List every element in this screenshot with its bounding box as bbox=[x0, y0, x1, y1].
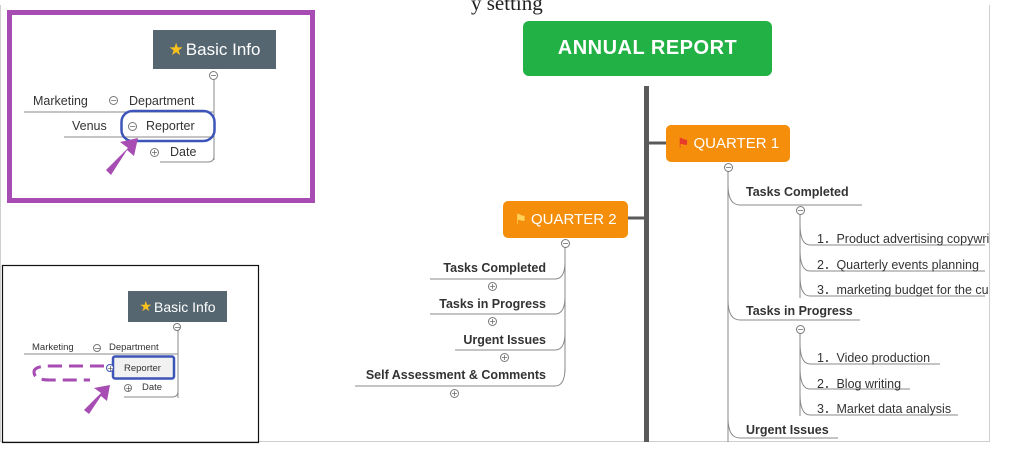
quarter2-label: QUARTER 2 bbox=[530, 211, 617, 228]
expand-icon[interactable]: + bbox=[488, 317, 497, 326]
reporter-label[interactable]: Reporter bbox=[124, 363, 161, 374]
collapse-icon[interactable]: − bbox=[796, 325, 805, 334]
flag-icon: ⚑ bbox=[514, 211, 527, 227]
arrow-icon bbox=[104, 138, 140, 176]
reporter-value[interactable]: Venus bbox=[72, 119, 107, 133]
expand-icon[interactable]: + bbox=[106, 364, 114, 373]
annual-report-node[interactable]: ANNUAL REPORT bbox=[523, 21, 772, 76]
q1-topic-urgent-issues[interactable]: Urgent Issues bbox=[746, 423, 829, 437]
q1-topic-tasks-in-progress[interactable]: Tasks in Progress bbox=[746, 304, 853, 318]
flag-icon: ⚑ bbox=[676, 135, 690, 151]
list-item[interactable]: 2．Quarterly events planning bbox=[817, 258, 979, 272]
collapse-icon[interactable]: − bbox=[209, 71, 218, 80]
collapse-icon[interactable]: − bbox=[796, 206, 805, 215]
canvas-frame: y setting bbox=[0, 0, 990, 442]
expand-icon[interactable]: + bbox=[150, 148, 159, 157]
q2-topic-tasks-in-progress[interactable]: Tasks in Progress bbox=[439, 297, 546, 311]
star-icon: ★ bbox=[139, 298, 153, 314]
reporter-label[interactable]: Reporter bbox=[146, 119, 195, 133]
quarter1-label: QUARTER 1 bbox=[693, 135, 780, 152]
arrow-icon bbox=[83, 384, 113, 416]
department-value[interactable]: Marketing bbox=[32, 342, 74, 353]
basic-info-node[interactable]: ★ Basic Info bbox=[128, 291, 227, 322]
date-label[interactable]: Date bbox=[170, 145, 197, 159]
department-label[interactable]: Department bbox=[129, 94, 195, 108]
q2-topic-self-assessment[interactable]: Self Assessment & Comments bbox=[365, 368, 546, 382]
cut-off-title: y setting bbox=[471, 0, 543, 15]
quarter1-node[interactable]: ⚑ QUARTER 1 bbox=[666, 125, 790, 162]
collapse-icon[interactable]: − bbox=[724, 163, 733, 172]
basic-info-label: Basic Info bbox=[154, 298, 216, 315]
collapse-icon[interactable]: − bbox=[109, 96, 118, 105]
expand-icon[interactable]: + bbox=[488, 282, 497, 291]
list-item[interactable]: 2．Blog writing bbox=[817, 377, 902, 391]
list-item[interactable]: 3．marketing budget for the cu bbox=[817, 283, 989, 297]
collapse-icon[interactable]: − bbox=[173, 323, 181, 332]
expand-icon[interactable]: + bbox=[124, 384, 132, 393]
date-label[interactable]: Date bbox=[142, 382, 163, 393]
department-label[interactable]: Department bbox=[109, 342, 159, 353]
star-icon: ★ bbox=[168, 39, 184, 59]
q1-topic-tasks-completed[interactable]: Tasks Completed bbox=[746, 185, 849, 199]
basic-info-label: Basic Info bbox=[185, 39, 261, 59]
collapse-icon[interactable]: − bbox=[93, 344, 101, 353]
q2-topic-urgent-issues[interactable]: Urgent Issues bbox=[463, 333, 546, 347]
collapse-icon[interactable]: − bbox=[561, 239, 570, 248]
annual-report-label: ANNUAL REPORT bbox=[557, 37, 738, 59]
collapse-icon[interactable]: − bbox=[128, 122, 137, 131]
quarter2-node[interactable]: ⚑ QUARTER 2 bbox=[503, 201, 628, 238]
list-item[interactable]: 1．Product advertising copywri bbox=[817, 232, 990, 246]
list-item[interactable]: 3．Market data analysis bbox=[817, 402, 952, 416]
basic-info-node[interactable]: ★ Basic Info bbox=[153, 30, 276, 69]
list-item[interactable]: 1．Video production bbox=[817, 351, 931, 365]
department-value[interactable]: Marketing bbox=[33, 94, 88, 108]
q2-topic-tasks-completed[interactable]: Tasks Completed bbox=[443, 261, 546, 275]
expand-icon[interactable]: + bbox=[500, 353, 509, 362]
expand-icon[interactable]: + bbox=[450, 389, 459, 398]
